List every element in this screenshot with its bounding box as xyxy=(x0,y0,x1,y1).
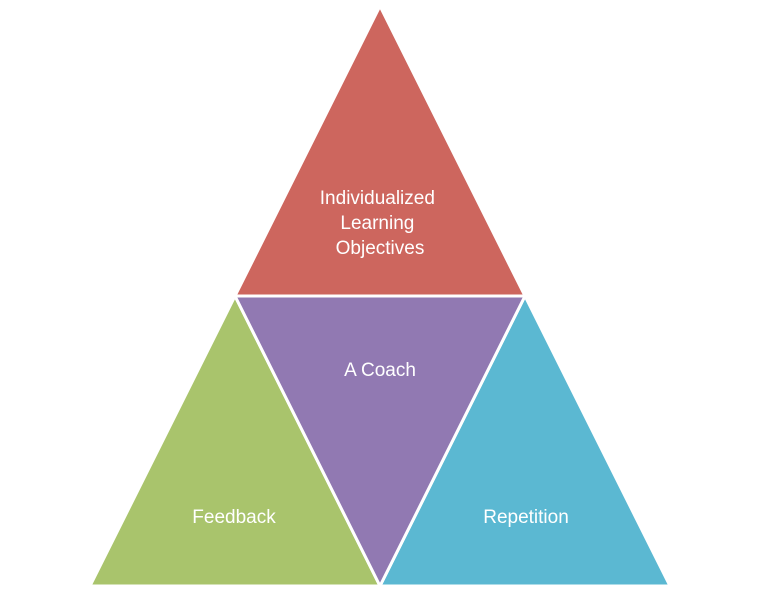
right-triangle-label: Repetition xyxy=(483,507,569,528)
left-triangle-label: Feedback xyxy=(192,507,276,528)
top-label-line-2: Learning xyxy=(340,213,414,234)
center-triangle-label: A Coach xyxy=(344,360,416,381)
top-triangle-label: Individualized Learning Objectives xyxy=(320,188,440,259)
center-triangle xyxy=(233,294,527,588)
top-label-line-1: Individualized xyxy=(320,188,435,209)
top-label-line-3: Objectives xyxy=(336,238,425,259)
